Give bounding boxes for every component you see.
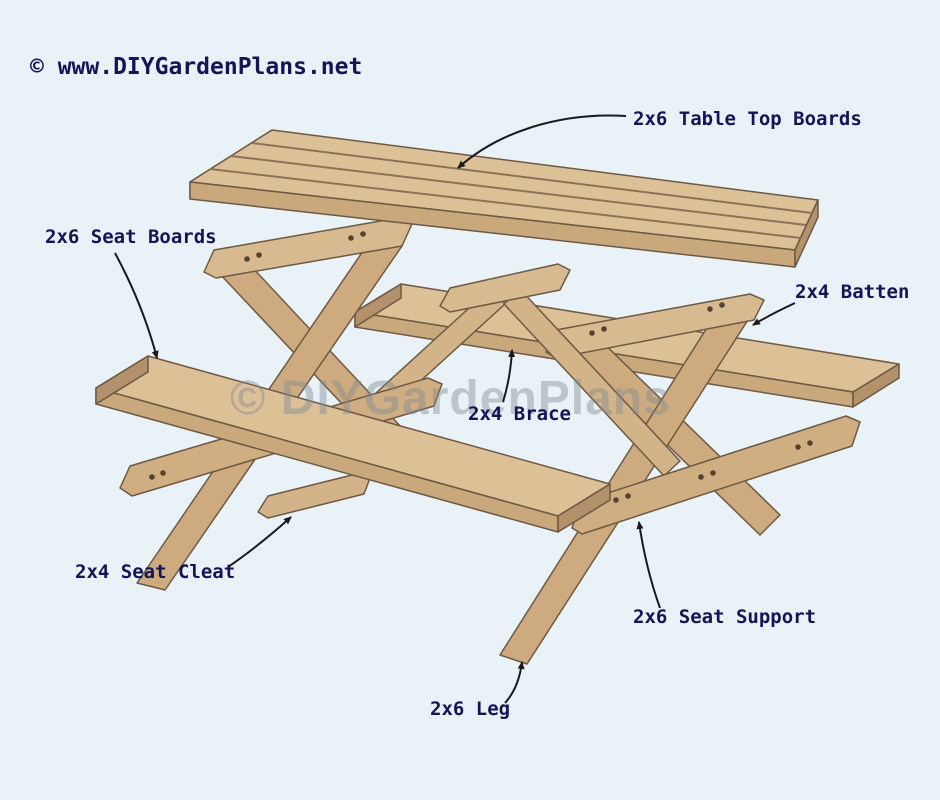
arrow-to-leg: [504, 661, 525, 704]
arrow-to-seat-boards: [114, 252, 159, 359]
screw: [256, 252, 262, 258]
arrow-to-batten: [752, 302, 796, 326]
copyright-text: © www.DIYGardenPlans.net: [30, 54, 362, 80]
table-top-board-gap: [251, 142, 813, 214]
back-seat-left-end-face: [354, 283, 402, 328]
label-table-top-boards: 2x6 Table Top Boards: [633, 108, 862, 130]
table-top: [189, 129, 819, 268]
screw: [807, 440, 813, 446]
table-top-board-gap: [230, 155, 807, 226]
screw: [601, 326, 607, 332]
label-seat-boards: 2x6 Seat Boards: [45, 226, 217, 248]
screw: [710, 470, 716, 476]
label-seat-cleat: 2x4 Seat Cleat: [75, 561, 235, 583]
screw: [348, 235, 354, 241]
screw: [707, 306, 713, 312]
front-seat-board: [95, 355, 611, 533]
seat-cleat-board: [257, 473, 371, 519]
table-top-right-end-face: [794, 199, 819, 268]
screw: [625, 493, 631, 499]
center-table-cleat: [439, 263, 571, 313]
arrow-to-brace: [502, 349, 516, 403]
screw: [149, 474, 155, 480]
watermark-text: © DIYGardenPlans: [230, 372, 671, 425]
front-seat-right-end-face: [557, 483, 611, 533]
arrow-to-seat-cleat: [227, 516, 292, 568]
screw: [360, 231, 366, 237]
back-seat-right-end-face: [852, 363, 900, 408]
table-top-board-gap: [209, 168, 802, 239]
screw: [698, 474, 704, 480]
screw: [719, 302, 725, 308]
arrow-to-table-top: [457, 114, 627, 169]
screw: [589, 330, 595, 336]
label-seat-support: 2x6 Seat Support: [633, 606, 816, 628]
label-leg: 2x6 Leg: [430, 698, 510, 720]
front-seat-left-end-face: [95, 355, 149, 405]
screw: [613, 497, 619, 503]
screw: [244, 256, 250, 262]
screw: [795, 444, 801, 450]
label-batten: 2x4 Batten: [795, 281, 909, 303]
label-brace: 2x4 Brace: [468, 403, 571, 425]
arrow-to-seat-support: [636, 521, 661, 609]
screw: [160, 470, 166, 476]
